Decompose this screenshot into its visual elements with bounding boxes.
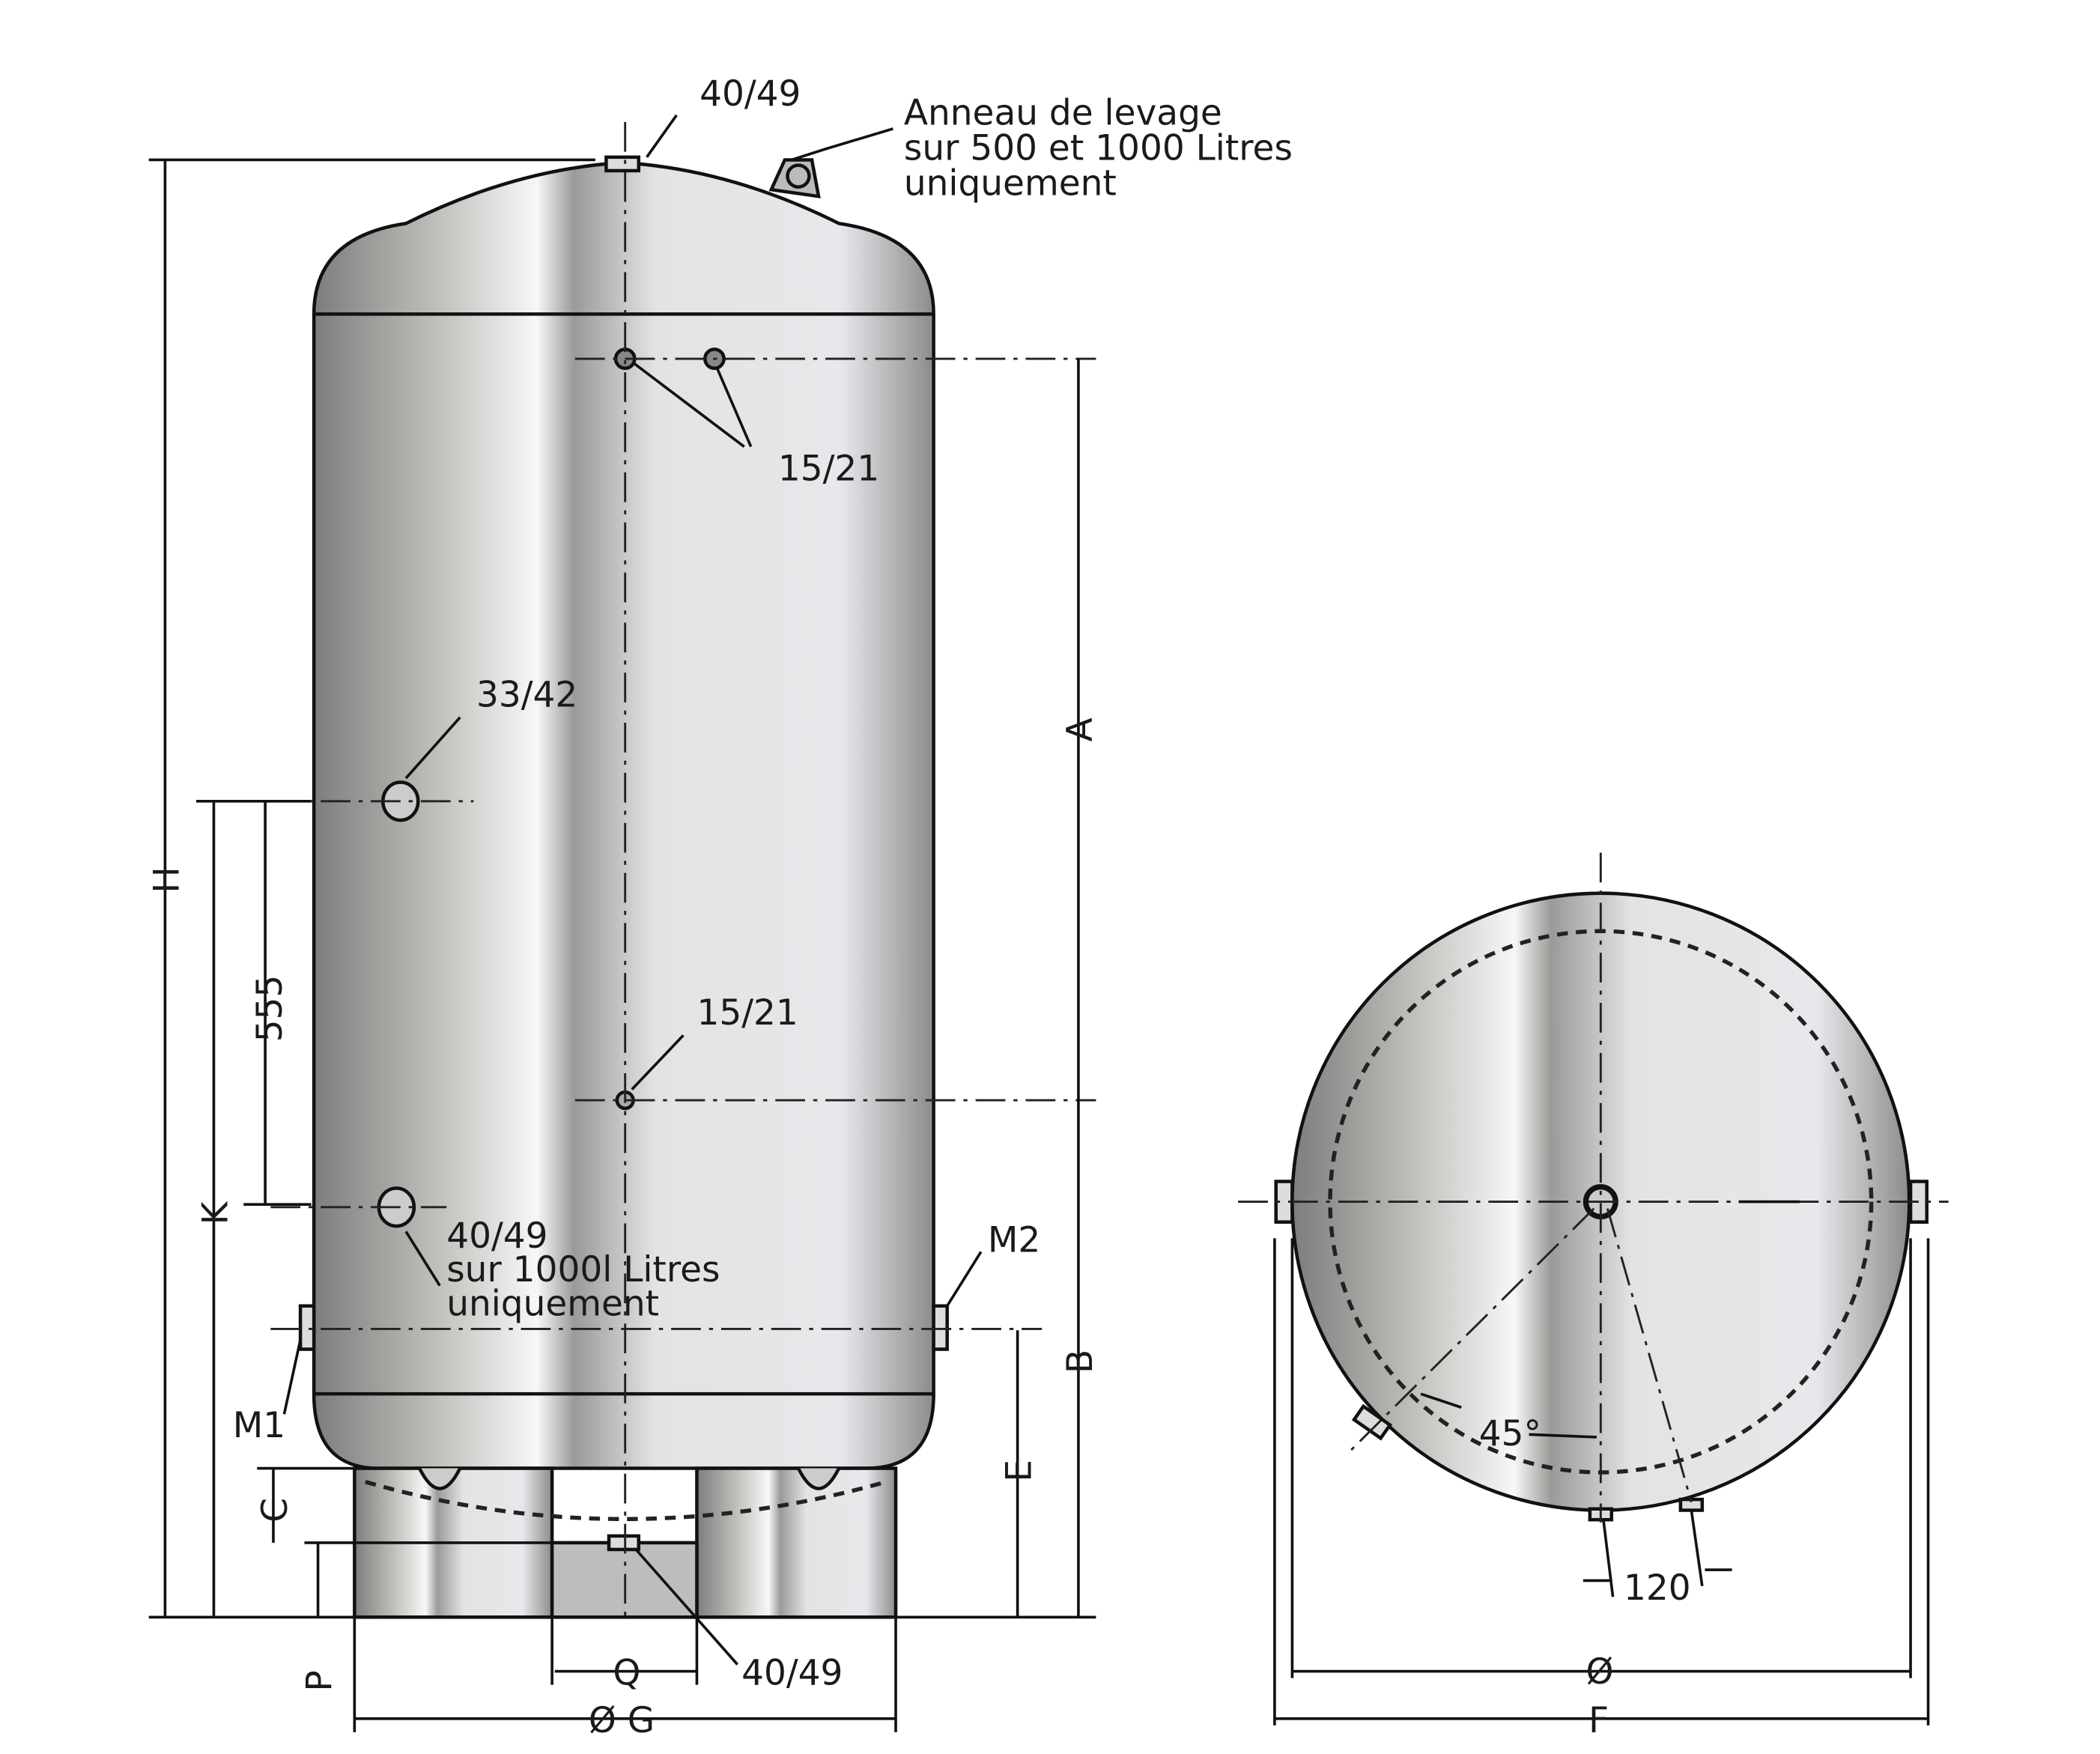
dim-555: 555 [249,975,291,1043]
spacing-label: 120 [1624,1568,1691,1609]
dim-K: K [195,1201,237,1225]
lifting-ring-note-2: sur 500 et 1000 Litres [904,127,1293,169]
dim-P: P [300,1670,341,1691]
dim-Q: Q [613,1653,640,1694]
dim-H: H [146,867,187,893]
m2-label: M2 [988,1219,1040,1260]
top-nozzle [604,155,641,173]
front-view [148,114,1096,1732]
dim-A: A [1060,717,1101,741]
dim-C: C [255,1498,296,1523]
dim-B: B [1060,1350,1101,1374]
top-connection-label: 40/49 [700,73,801,115]
lifting-ring-note-1: Anneau de levage [904,92,1222,133]
middle-connection-label: 15/21 [697,992,798,1034]
skirt-right-leg [695,1466,898,1619]
upper-connections-label: 15/21 [778,449,879,490]
m2-nozzle [932,1304,949,1351]
skirt-notches [418,1467,841,1490]
dim-G: Ø G [589,1700,655,1741]
bottom-nozzle [607,1534,641,1552]
side-connection-label: 33/42 [476,674,577,715]
bottom-connection-label: 40/49 [741,1653,843,1694]
lower-connection-note-1: sur 1000l Litres [446,1249,720,1290]
m1-nozzle [298,1304,316,1351]
m1-label: M1 [233,1405,285,1446]
diameter-label: Ø [1585,1651,1613,1693]
dim-F: F [1588,1700,1609,1741]
dim-E: E [999,1460,1040,1482]
angle-label: 45° [1479,1413,1541,1454]
top-view [1238,852,1949,1726]
lower-connection-note-2: uniquement [446,1283,659,1324]
lifting-ring-note-3: uniquement [904,163,1117,204]
lower-connection-label: 40/49 [446,1216,547,1257]
